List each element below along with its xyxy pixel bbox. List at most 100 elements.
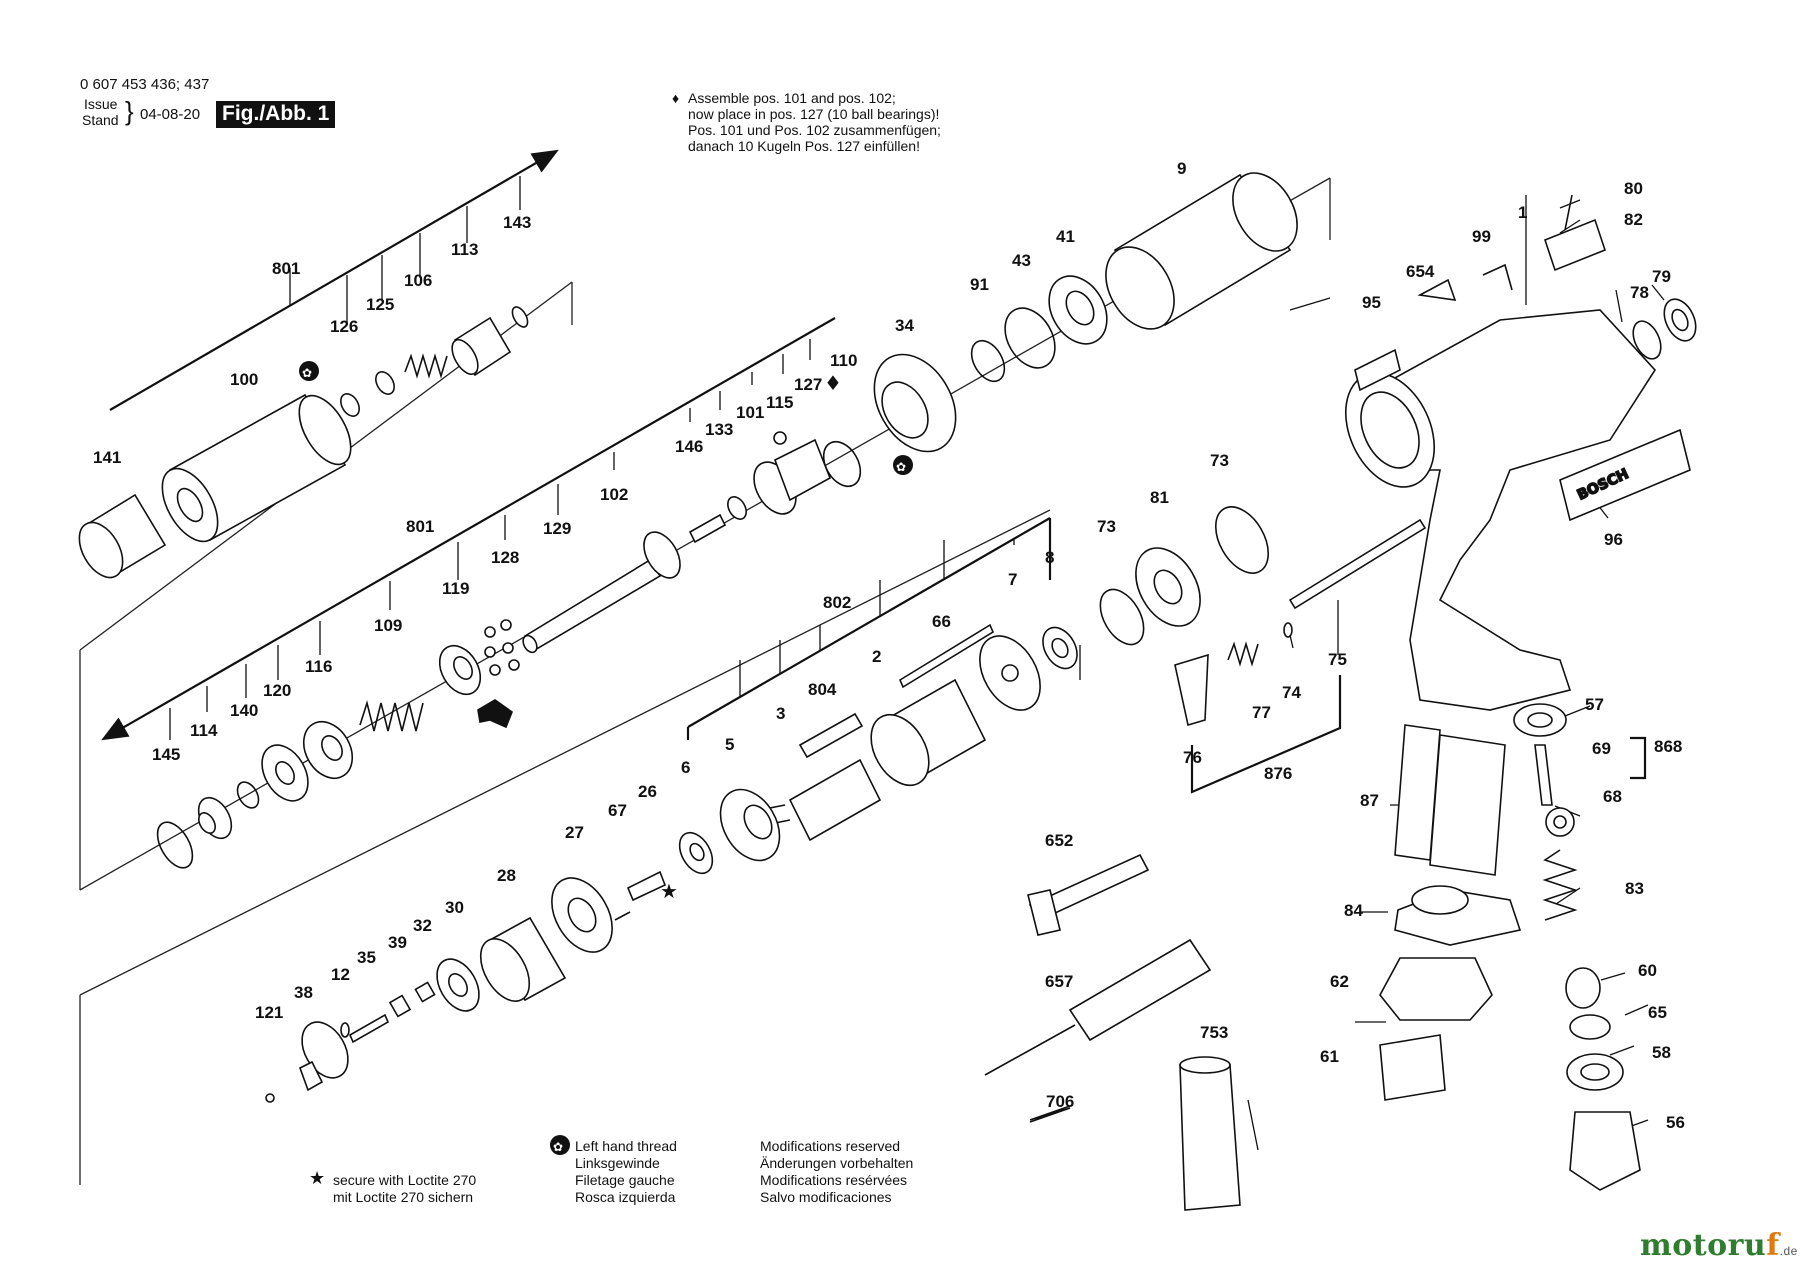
modifications-es: Salvo modificaciones bbox=[760, 1189, 892, 1205]
part-75-rod bbox=[1288, 518, 1427, 610]
part-133 bbox=[727, 496, 747, 520]
modifications-en: Modifications reserved bbox=[760, 1138, 901, 1154]
part-35-pin bbox=[348, 1013, 390, 1044]
label-58: 58 bbox=[1652, 1043, 1671, 1062]
svg-text:✿: ✿ bbox=[553, 1140, 563, 1154]
part-146-pin bbox=[688, 513, 727, 544]
label-115: 115 bbox=[766, 393, 793, 412]
svg-text:✿: ✿ bbox=[302, 366, 312, 380]
label-43: 43 bbox=[1012, 251, 1031, 270]
label-5: 5 bbox=[725, 735, 734, 754]
modifications-fr: Modifications resérvées bbox=[760, 1172, 908, 1188]
part-69-pin bbox=[1534, 744, 1553, 806]
label-91: 91 bbox=[970, 275, 989, 294]
part-27-plate bbox=[551, 877, 613, 953]
label-32: 32 bbox=[413, 916, 432, 935]
label-868: 868 bbox=[1654, 737, 1682, 756]
part-125 bbox=[375, 371, 395, 395]
part-82-bracket bbox=[1544, 218, 1606, 272]
label-7: 7 bbox=[1008, 570, 1017, 589]
part-80-screw bbox=[1564, 194, 1573, 231]
label-133: 133 bbox=[705, 420, 733, 439]
part-119-ring bbox=[438, 644, 482, 696]
label-77: 77 bbox=[1252, 703, 1271, 722]
part-87-handle-panels bbox=[1394, 724, 1506, 876]
assembly-note-line-4: danach 10 Kugeln Pos. 127 einfüllen! bbox=[688, 138, 920, 154]
part-79-fitting bbox=[1663, 298, 1697, 342]
label-65: 65 bbox=[1648, 1003, 1667, 1022]
part-numbers: 0 607 453 436; 437 bbox=[80, 76, 210, 93]
assembly-note-line-3: Pos. 101 und Pos. 102 zusammenfügen; bbox=[688, 122, 941, 138]
part-56-fitting bbox=[1569, 1111, 1641, 1191]
label-121: 121 bbox=[255, 1003, 283, 1022]
part-100-chuck bbox=[161, 393, 352, 543]
label-68: 68 bbox=[1603, 787, 1622, 806]
part-110-ring bbox=[822, 440, 862, 488]
figure-label: Fig./Abb. 1 bbox=[216, 101, 336, 128]
label-657: 657 bbox=[1045, 972, 1073, 991]
label-114: 114 bbox=[190, 721, 218, 740]
header-brace: } bbox=[125, 96, 134, 126]
part-9-cylinder bbox=[1105, 172, 1298, 330]
part-73-oring-b bbox=[1099, 588, 1145, 646]
part-62-cap bbox=[1379, 957, 1493, 1021]
issue-date: 04-08-20 bbox=[140, 106, 201, 123]
label-99: 99 bbox=[1472, 227, 1491, 246]
label-802: 802 bbox=[823, 593, 851, 612]
label-38: 38 bbox=[294, 983, 313, 1002]
legend-left-hand-thread-icon bbox=[550, 1135, 570, 1155]
assembly-note-symbol: ♦ bbox=[672, 90, 680, 106]
left-hand-thread-en: Left hand thread bbox=[575, 1138, 677, 1154]
loctite-star-marker-icon: ★ bbox=[660, 879, 678, 903]
part-114-bearing bbox=[197, 796, 233, 840]
left-hand-thread-es: Rosca izquierda bbox=[575, 1189, 676, 1205]
part-12-washer bbox=[340, 1022, 350, 1038]
issue-label: Issue bbox=[84, 96, 118, 112]
label-73-b: 73 bbox=[1097, 517, 1116, 536]
part-1-housing bbox=[1344, 309, 1691, 711]
part-60-filter-ball bbox=[1565, 967, 1601, 1009]
part-73-oring-a bbox=[1214, 506, 1270, 574]
part-67-pin bbox=[614, 911, 631, 921]
part-57-seal bbox=[1513, 703, 1567, 737]
part-140-circlip bbox=[236, 781, 260, 809]
label-69: 69 bbox=[1592, 739, 1611, 758]
parts: BOSCH bbox=[78, 172, 1697, 1211]
label-654: 654 bbox=[1406, 262, 1435, 281]
part-84-cover bbox=[1394, 885, 1522, 946]
part-43-ring bbox=[1004, 307, 1056, 369]
bracket-876 bbox=[1190, 675, 1342, 794]
label-39: 39 bbox=[388, 933, 407, 952]
label-143: 143 bbox=[503, 213, 531, 232]
part-121-ball bbox=[265, 1093, 275, 1103]
part-113-knurled-nut bbox=[451, 316, 512, 377]
label-95: 95 bbox=[1362, 293, 1381, 312]
left-hand-thread-de: Linksgewinde bbox=[575, 1155, 660, 1171]
label-57: 57 bbox=[1585, 695, 1604, 714]
part-652-hose-nipple bbox=[1027, 853, 1150, 936]
label-101: 101 bbox=[736, 403, 764, 422]
loctite-star-icon: ★ bbox=[309, 1168, 326, 1188]
label-145: 145 bbox=[152, 745, 180, 764]
part-65-oring bbox=[1569, 1014, 1611, 1040]
label-74: 74 bbox=[1282, 683, 1301, 702]
part-145-oring bbox=[156, 821, 194, 869]
part-654-clip bbox=[1417, 278, 1457, 301]
label-35: 35 bbox=[357, 948, 376, 967]
label-804: 804 bbox=[808, 680, 837, 699]
brand-main: motoru bbox=[1640, 1228, 1767, 1263]
bracket-868 bbox=[1630, 736, 1647, 780]
label-27: 27 bbox=[565, 823, 584, 842]
label-76: 76 bbox=[1183, 748, 1202, 767]
part-66-blade bbox=[898, 623, 995, 689]
label-706: 706 bbox=[1046, 1092, 1074, 1111]
label-62: 62 bbox=[1330, 972, 1349, 991]
label-9: 9 bbox=[1177, 159, 1186, 178]
part-28-ring-gear bbox=[479, 916, 567, 1002]
part-95-label bbox=[1354, 348, 1401, 392]
part-32-gear bbox=[414, 981, 436, 1003]
label-26: 26 bbox=[638, 782, 657, 801]
part-99-clip bbox=[1482, 263, 1513, 291]
part-76-trigger bbox=[1174, 653, 1209, 727]
